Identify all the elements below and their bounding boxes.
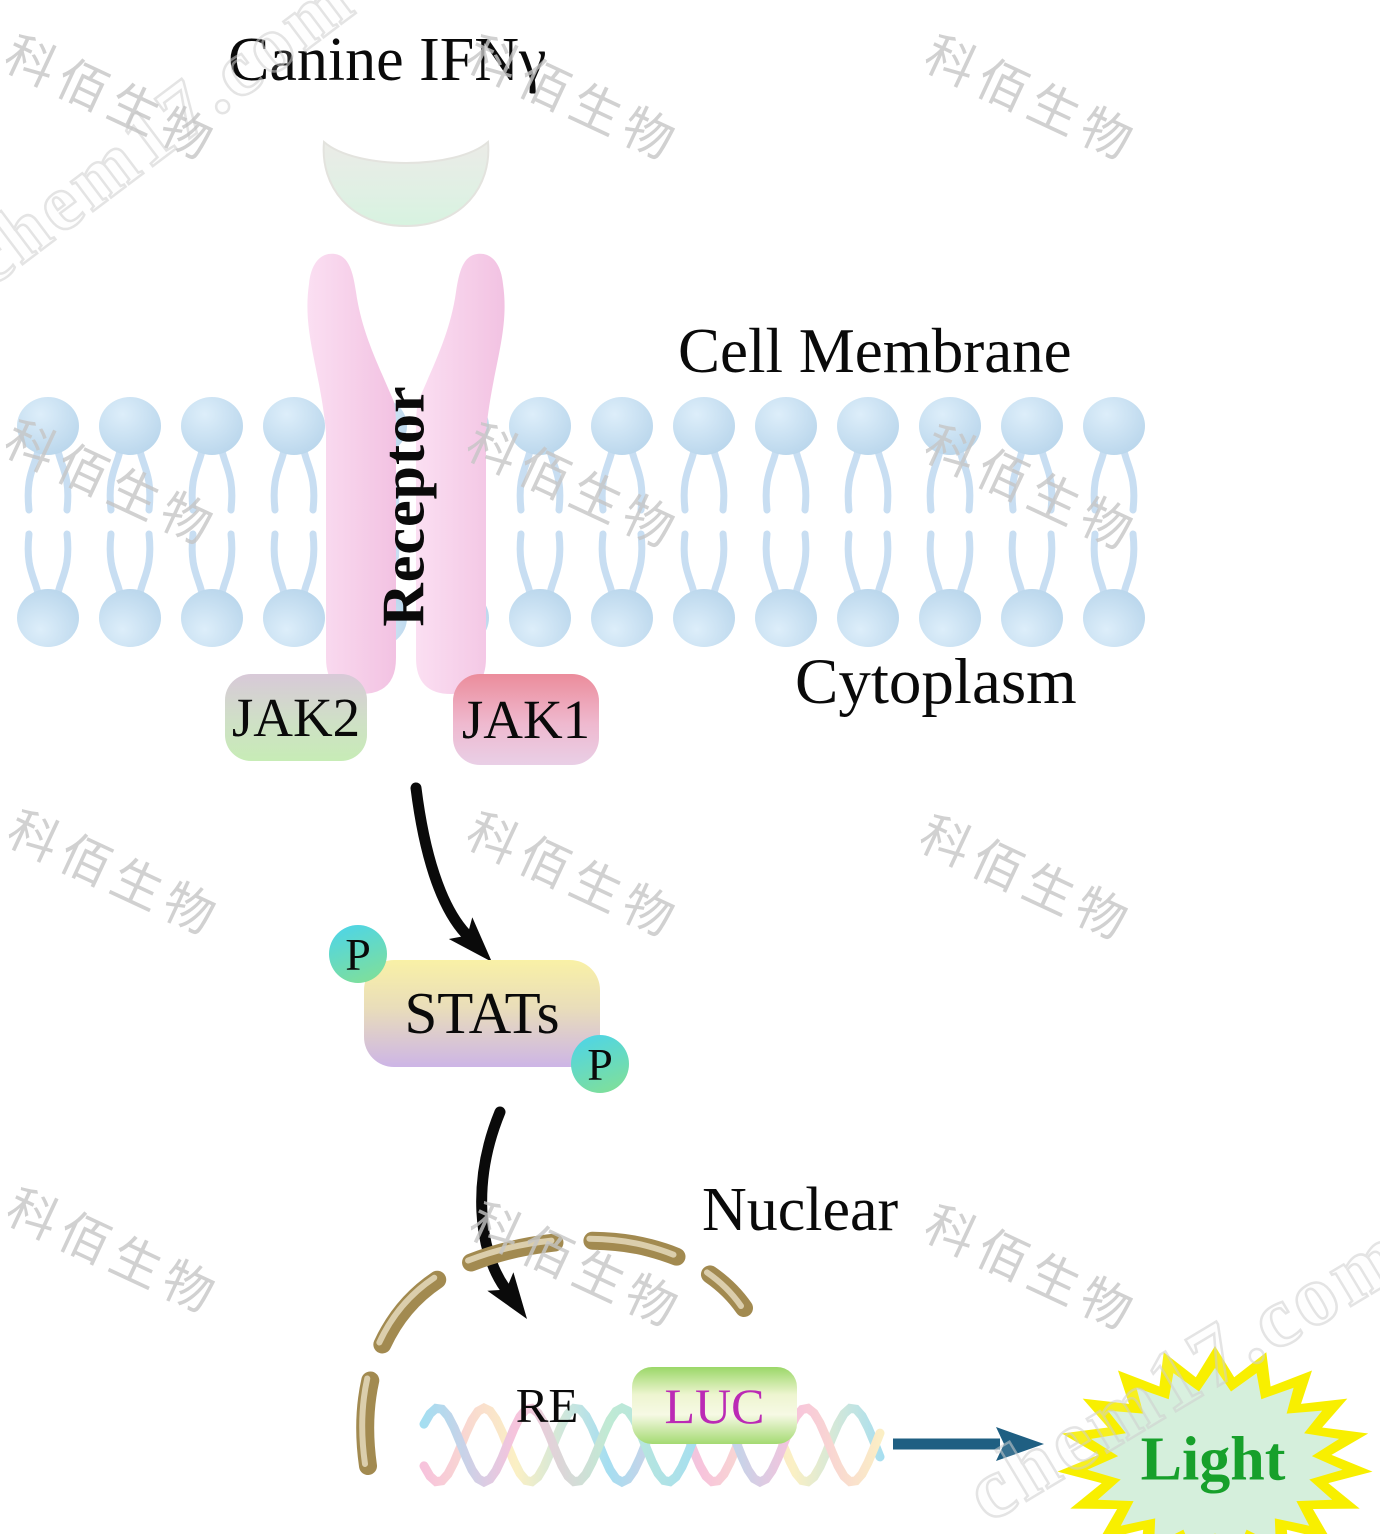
- light-label: Light: [1140, 1425, 1286, 1494]
- lipid: [591, 534, 653, 647]
- lipid: [673, 397, 735, 510]
- lipid: [181, 397, 243, 510]
- cytoplasm-label: Cytoplasm: [795, 646, 1077, 718]
- jak1-box: JAK1: [453, 674, 599, 765]
- lipid: [1001, 397, 1063, 510]
- lipid: [509, 534, 571, 647]
- lipid: [1001, 534, 1063, 647]
- nuclear-label: Nuclear: [702, 1176, 899, 1244]
- lipid: [263, 397, 325, 510]
- lipid: [755, 534, 817, 647]
- ifn-gamma-ligand-shape: [322, 139, 490, 228]
- re-label: RE: [515, 1378, 579, 1433]
- lipid: [1083, 397, 1145, 510]
- lipid: [17, 397, 79, 510]
- phosphate-badge: P: [329, 925, 387, 983]
- jak2-box: JAK2: [225, 674, 367, 761]
- response-element-box: RE: [467, 1370, 627, 1441]
- stats-box: STATs: [364, 960, 600, 1067]
- lipid: [1083, 534, 1145, 647]
- lipid: [99, 397, 161, 510]
- lipid: [755, 397, 817, 510]
- receptor-label: Receptor: [370, 385, 437, 627]
- phosphate-label: P: [587, 1038, 613, 1090]
- arrow-stats-to-nucleus: [476, 1106, 527, 1319]
- phosphate-label: P: [345, 928, 371, 980]
- starburst-inner: [1087, 1368, 1343, 1534]
- nuclear-envelope-highlight: [359, 1235, 744, 1467]
- arrow-jak-to-stats: [410, 782, 492, 962]
- lipid: [591, 397, 653, 510]
- lipid: [837, 397, 899, 510]
- lipid: [509, 397, 571, 510]
- lipid: [837, 534, 899, 647]
- dna-strand: [419, 1402, 885, 1488]
- receptor-chain-right: [416, 253, 505, 694]
- luc-label: LUC: [664, 1377, 765, 1434]
- receptor-chain-left: [307, 253, 396, 694]
- lipid: [919, 397, 981, 510]
- jak1-label: JAK1: [461, 689, 591, 750]
- lipid: [17, 534, 79, 647]
- lipid: [99, 534, 161, 647]
- lipid: [181, 534, 243, 647]
- cell-membrane-label: Cell Membrane: [678, 316, 1072, 386]
- light-starburst: [1057, 1346, 1373, 1534]
- lipid: [263, 534, 325, 647]
- diagram-title: Canine IFNγ: [228, 26, 547, 94]
- jak2-label: JAK2: [231, 687, 361, 748]
- lipid: [919, 534, 981, 647]
- stats-label: STATs: [404, 980, 560, 1046]
- phosphate-badge: P: [571, 1035, 629, 1093]
- lipid: [673, 534, 735, 647]
- cell-membrane-bilayer: [17, 397, 1145, 647]
- luciferase-box: LUC: [632, 1367, 797, 1444]
